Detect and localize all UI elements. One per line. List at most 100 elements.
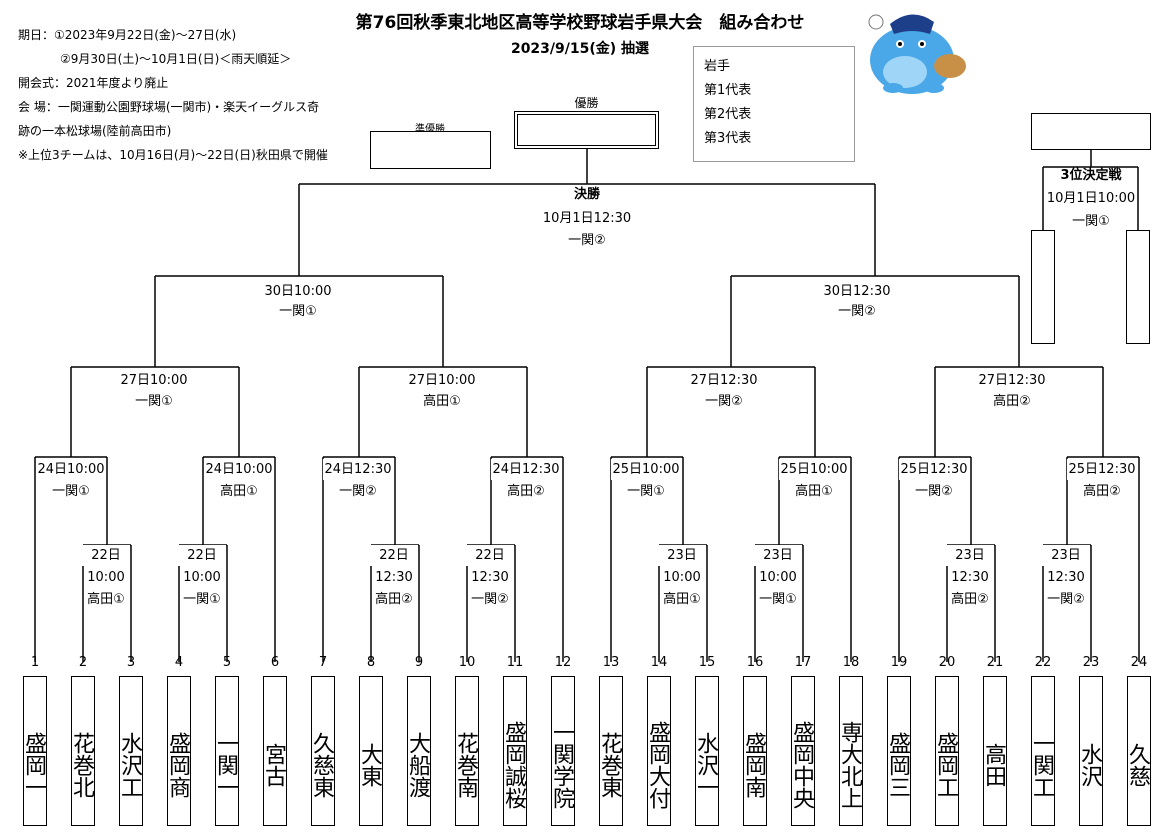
- round2-8-time: 25日12:30: [1067, 459, 1137, 480]
- semi-1-venue: 一関①: [279, 304, 317, 319]
- round1-7-day: 23日: [946, 545, 994, 566]
- team-name: 盛岡三: [885, 676, 911, 826]
- team-number: 11: [506, 655, 524, 670]
- champion-box-inner: [517, 114, 656, 146]
- third-place-time: 10月1日10:00: [1046, 191, 1136, 206]
- round2-6-venue: 高田①: [795, 484, 833, 499]
- team-number: 22: [1034, 655, 1052, 670]
- round1-6-time: 10:00: [759, 570, 797, 585]
- round2-3-venue: 一関②: [339, 484, 377, 499]
- round2-5-venue: 一関①: [627, 484, 665, 499]
- note-dates-2: ②9月30日(土)～10月1日(日)＜雨天順延＞: [60, 52, 292, 66]
- quarter-3-time: 27日12:30: [690, 373, 758, 388]
- team-number: 23: [1082, 655, 1100, 670]
- note-tohoku: ※上位3チームは、10月16日(月)～22日(日)秋田県で開催: [18, 148, 328, 162]
- team-number: 9: [414, 655, 424, 670]
- quarter-2-time: 27日10:00: [408, 373, 476, 388]
- note-venue: 会 場：一関運動公園野球場(一関市)・楽天イーグルス奇: [18, 100, 320, 114]
- round1-7-venue: 高田②: [951, 592, 989, 607]
- final-title: 決勝: [573, 187, 600, 202]
- team-name: 花巻東: [597, 676, 623, 826]
- runner-up-box: [370, 131, 491, 169]
- team-number: 6: [270, 655, 280, 670]
- team-number: 12: [554, 655, 572, 670]
- round1-5-day: 23日: [658, 545, 706, 566]
- team-number: 20: [938, 655, 956, 670]
- representatives-box: 岩手 第1代表 第2代表 第3代表: [693, 46, 855, 162]
- team-number: 4: [174, 655, 184, 670]
- team-name: 花巻北: [69, 676, 95, 826]
- quarter-4-time: 27日12:30: [978, 373, 1046, 388]
- round2-2-time: 24日10:00: [204, 459, 274, 480]
- round1-2-day: 22日: [178, 545, 226, 566]
- round1-3-day: 22日: [370, 545, 418, 566]
- note-opening: 開会式：2021年度より廃止: [18, 76, 169, 90]
- team-name: 専大北上: [837, 676, 863, 826]
- team-name: 高田: [981, 676, 1007, 826]
- round1-8-time: 12:30: [1047, 570, 1085, 585]
- round2-8-venue: 高田②: [1083, 484, 1121, 499]
- round1-5-time: 10:00: [663, 570, 701, 585]
- team-name: 久慈東: [309, 676, 335, 826]
- quarter-1-venue: 一関①: [135, 394, 173, 409]
- third-place-title: 3位決定戦: [1060, 168, 1122, 183]
- round2-4-venue: 高田②: [507, 484, 545, 499]
- note-dates: 期日：①2023年9月22日(金)～27日(水): [18, 28, 237, 42]
- round1-1-day: 22日: [82, 545, 130, 566]
- round1-6-day: 23日: [754, 545, 802, 566]
- team-name: 一関一: [213, 676, 239, 826]
- champion-caption: 優勝: [574, 96, 599, 110]
- team-number: 16: [746, 655, 764, 670]
- team-name: 水沢工: [117, 676, 143, 826]
- team-number: 17: [794, 655, 812, 670]
- round1-6-venue: 一関①: [759, 592, 797, 607]
- round2-1-venue: 一関①: [52, 484, 90, 499]
- third-place-venue: 一関①: [1072, 214, 1110, 229]
- team-number: 7: [318, 655, 328, 670]
- team-name: 大東: [357, 676, 383, 826]
- legend-iwate: 岩手: [704, 59, 731, 74]
- note-venue-2: 跡の一本松球場(陸前高田市): [18, 124, 172, 138]
- round2-1-time: 24日10:00: [36, 459, 106, 480]
- round1-4-time: 12:30: [471, 570, 509, 585]
- quarter-4-venue: 高田②: [993, 394, 1031, 409]
- round2-7-venue: 一関②: [915, 484, 953, 499]
- final-time: 10月1日12:30: [542, 211, 632, 226]
- team-name: 盛岡誠桜: [501, 676, 527, 826]
- round2-7-time: 25日12:30: [899, 459, 969, 480]
- team-name: 盛岡工: [933, 676, 959, 826]
- team-name: 大船渡: [405, 676, 431, 826]
- team-number: 1: [30, 655, 40, 670]
- team-name: 盛岡大付: [645, 676, 671, 826]
- round1-2-time: 10:00: [183, 570, 221, 585]
- round2-4-time: 24日12:30: [491, 459, 561, 480]
- team-name: 久慈: [1125, 676, 1151, 826]
- round1-7-time: 12:30: [951, 570, 989, 585]
- team-name: 一関学院: [549, 676, 575, 826]
- team-name: 水沢一: [693, 676, 719, 826]
- quarter-1-time: 27日10:00: [120, 373, 188, 388]
- draw-date: 2023/9/15(金) 抽選: [510, 41, 650, 57]
- team-number: 2: [78, 655, 88, 670]
- round1-4-day: 22日: [466, 545, 514, 566]
- third-place-slot-left: [1031, 230, 1055, 344]
- team-number: 13: [602, 655, 620, 670]
- team-name: 水沢: [1077, 676, 1103, 826]
- round2-2-venue: 高田①: [220, 484, 258, 499]
- team-number: 3: [126, 655, 136, 670]
- team-number: 5: [222, 655, 232, 670]
- team-number: 14: [650, 655, 668, 670]
- team-number: 21: [986, 655, 1004, 670]
- quarter-2-venue: 高田①: [423, 394, 461, 409]
- round1-1-venue: 高田①: [87, 592, 125, 607]
- legend-rep-2: 第2代表: [704, 107, 752, 122]
- team-name: 盛岡一: [21, 676, 47, 826]
- team-name: 盛岡商: [165, 676, 191, 826]
- team-number: 24: [1130, 655, 1148, 670]
- round1-8-venue: 一関②: [1047, 592, 1085, 607]
- round2-6-time: 25日10:00: [779, 459, 849, 480]
- team-name: 盛岡南: [741, 676, 767, 826]
- round1-1-time: 10:00: [87, 570, 125, 585]
- semi-1-time: 30日10:00: [264, 284, 332, 299]
